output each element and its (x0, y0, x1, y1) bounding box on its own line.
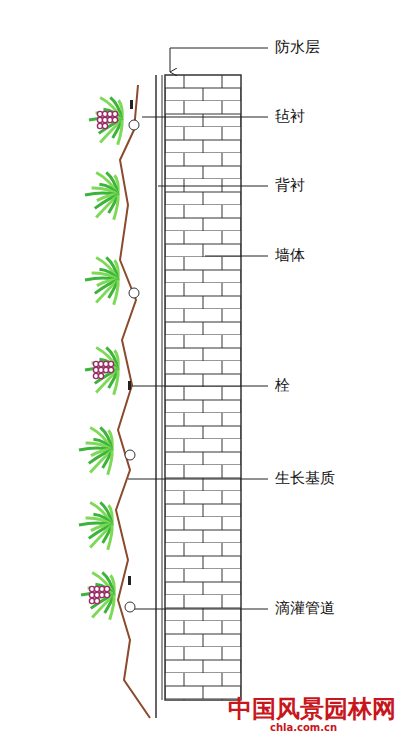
leaf (114, 370, 118, 395)
label-backing: 背衬 (275, 176, 305, 194)
brick-wall (165, 75, 241, 700)
label-waterproof: 防水层 (275, 38, 320, 56)
watermark: 中国风景园林网 (228, 695, 396, 724)
leaf (108, 450, 112, 475)
drip-pipes (125, 120, 139, 612)
leaf (108, 525, 112, 550)
berry (108, 361, 113, 366)
anchors (128, 100, 133, 585)
label-drip: 滴灌管道 (275, 599, 335, 617)
berry (112, 117, 117, 122)
label-anchor: 栓 (275, 376, 290, 394)
leaf (110, 595, 114, 620)
leader-lines (128, 48, 268, 609)
waterproof-line (162, 75, 163, 700)
label-felt: 毡衬 (275, 107, 305, 125)
label-wall: 墙体 (275, 246, 305, 264)
leaf (118, 120, 122, 145)
berry (98, 373, 103, 378)
berry (94, 598, 99, 603)
label-substrate: 生长基质 (275, 469, 335, 487)
plants (79, 97, 122, 619)
berry (108, 367, 113, 372)
watermark-url: chla.com.cn (270, 722, 337, 734)
berry (112, 111, 117, 116)
berry (104, 586, 109, 591)
leaf (114, 280, 118, 305)
berry (104, 592, 109, 597)
backing-line (155, 75, 157, 718)
leaf (114, 195, 118, 220)
berry (102, 123, 107, 128)
felt-liner (116, 85, 150, 718)
